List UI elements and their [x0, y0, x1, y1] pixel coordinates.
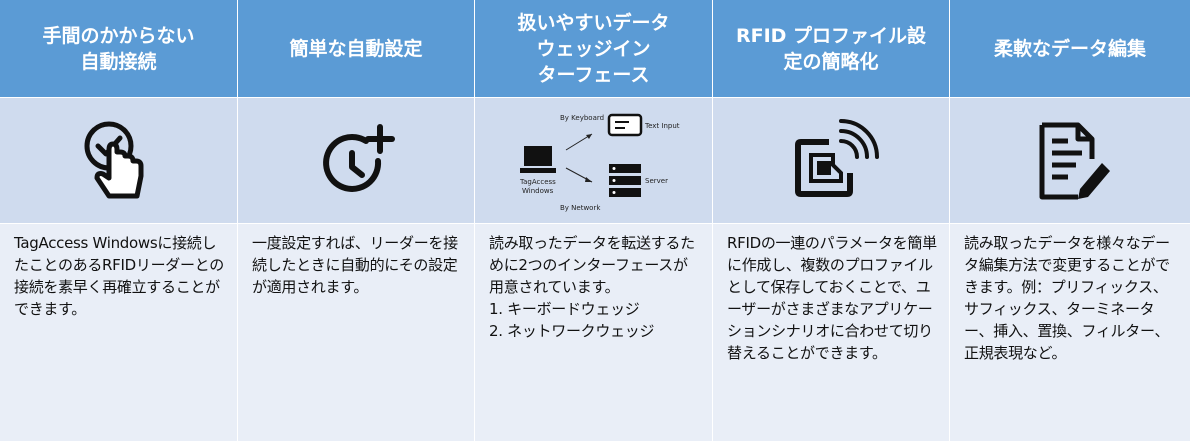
- text-input-icon: [607, 113, 642, 136]
- text-data-wedge-desc: 読み取ったデータを転送するために2つのインターフェースが用意されています。: [489, 234, 695, 296]
- document-edit-icon: [1039, 122, 1110, 199]
- wedge-list-item-network: 2. ネットワークウェッジ: [489, 322, 655, 340]
- text-auto-connect: TagAccess Windowsに接続したことのあるRFIDリーダーとの接続を…: [0, 224, 238, 441]
- header-data-edit: 柔軟なデータ編集: [950, 0, 1191, 98]
- icon-cell-auto-connect: [0, 98, 238, 224]
- header-auto-setting: 簡単な自動設定: [238, 0, 475, 98]
- diagram-tagaccess: TagAccess: [519, 178, 556, 186]
- header-rfid-profile: RFID プロファイル設 定の簡略化: [713, 0, 950, 98]
- diagram-server: Server: [645, 177, 668, 185]
- diagram-by-keyboard: By Keyboard: [560, 114, 604, 122]
- server-icon: [608, 163, 641, 197]
- icon-cell-auto-setting: [238, 98, 475, 224]
- diagram-windows: Windows: [522, 187, 554, 195]
- header-data-wedge: 扱いやすいデータ ウェッジイン ターフェース: [475, 0, 713, 98]
- rfid-card-icon: [795, 118, 879, 197]
- icon-cell-data-edit: [950, 98, 1191, 224]
- icon-cell-rfid-profile: [713, 98, 950, 224]
- diagram-text-input: Text Input: [644, 122, 680, 130]
- wedge-list-item-keyboard: 1. キーボードウェッジ: [489, 300, 640, 318]
- data-wedge-diagram: By Keyboard Text Input TagAccess Windows…: [519, 113, 680, 212]
- text-auto-setting: 一度設定すれば、リーダーを接続したときに自動的にその設定が適用されます。: [238, 224, 475, 441]
- wedge-list: 1. キーボードウェッジ 2. ネットワークウェッジ: [489, 298, 702, 342]
- computer-icon: [523, 145, 552, 166]
- icon-cell-data-wedge: By Keyboard Text Input TagAccess Windows…: [475, 98, 713, 224]
- touch-check-icon: [84, 121, 143, 198]
- text-data-edit: 読み取ったデータを様々なデータ編集方法で変更することができます。例：プリフィック…: [950, 224, 1191, 441]
- header-auto-connect: 手間のかからない 自動接続: [0, 0, 238, 98]
- clock-plus-icon: [323, 123, 395, 192]
- diagram-by-network: By Network: [560, 204, 601, 212]
- text-data-wedge: 読み取ったデータを転送するために2つのインターフェースが用意されています。 1.…: [475, 224, 713, 441]
- text-rfid-profile: RFIDの一連のパラメータを簡単に作成し、複数のプロファイルとして保存しておくこ…: [713, 224, 950, 441]
